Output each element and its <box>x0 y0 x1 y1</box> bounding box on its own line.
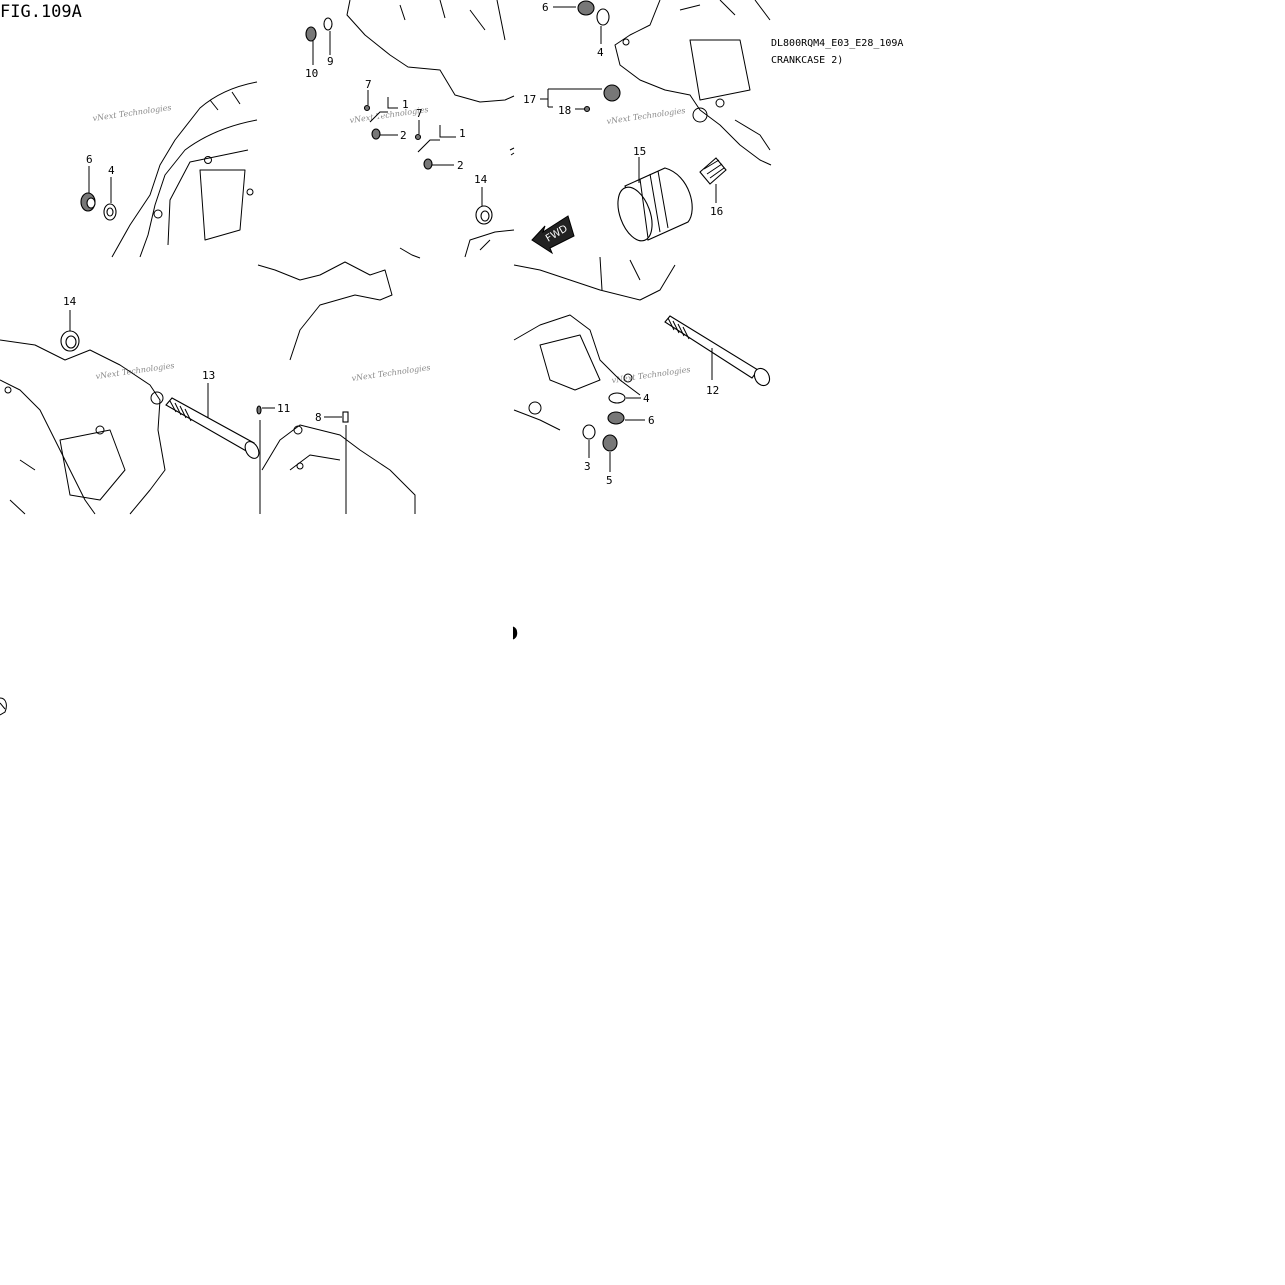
callout-13: 13 <box>202 369 215 382</box>
washer-part-4 <box>608 392 626 404</box>
callout-8: 8 <box>315 411 322 424</box>
callout-17: 17 <box>523 93 536 106</box>
plug-part-6 <box>577 0 595 16</box>
callout-18: 18 <box>558 104 571 117</box>
callout-4: 4 <box>108 164 115 177</box>
callout-14: 14 <box>63 295 77 308</box>
nut-part-14 <box>475 205 493 225</box>
bolt-part-13 <box>165 397 260 459</box>
crankcase-lower-left <box>0 339 166 515</box>
crankcase-lower-right <box>513 256 676 431</box>
callout-1: 1 <box>402 98 409 111</box>
watermark: vNext Technologies <box>92 103 172 123</box>
watermark: vNext Technologies <box>606 106 686 126</box>
callout-2: 2 <box>400 129 407 142</box>
plug-part-10 <box>305 26 317 42</box>
figure-title: FIG.109A <box>0 2 82 22</box>
oil-pressure-switch-17 <box>540 84 621 113</box>
crankcase-top-view <box>346 0 515 258</box>
callout-12: 12 <box>706 384 719 397</box>
bolt-part-12 <box>664 315 771 387</box>
callout-3: 3 <box>584 460 591 473</box>
crankcase-filter-view <box>614 0 772 166</box>
drain-plug-part-5 <box>602 434 618 452</box>
callout-2: 2 <box>457 159 464 172</box>
callout-6: 6 <box>648 414 655 427</box>
callout-15: 15 <box>633 145 646 158</box>
oil-jet-assembly-a <box>363 90 398 140</box>
callout-14: 14 <box>474 173 488 186</box>
plug-part-6 <box>80 192 96 212</box>
callout-4: 4 <box>643 392 650 405</box>
plug-part-6 <box>607 411 625 425</box>
washer-part-4 <box>596 8 610 26</box>
callout-6: 6 <box>86 153 93 166</box>
callout-5: 5 <box>606 474 613 487</box>
model-code: DL800RQM4_E03_E28_109A <box>771 38 903 49</box>
washer-part-3 <box>582 424 596 440</box>
o-ring-part-9 <box>323 17 333 31</box>
filter-union-part-16 <box>699 157 727 185</box>
callout-1: 1 <box>459 127 466 140</box>
callout-9: 9 <box>327 55 334 68</box>
callout-16: 16 <box>710 205 723 218</box>
watermark: vNext Technologies <box>95 361 175 381</box>
crankcase-lower-middle <box>257 247 421 514</box>
oil-jet-assembly-b <box>414 120 456 170</box>
callout-11: 11 <box>277 402 290 415</box>
nut-part-14 <box>60 330 80 352</box>
washer-part-4 <box>103 203 117 221</box>
callout-10: 10 <box>305 67 318 80</box>
stray-fragment <box>0 147 518 716</box>
callout-4: 4 <box>597 46 604 59</box>
section-name: CRANKCASE 2) <box>771 55 843 66</box>
callout-7: 7 <box>416 107 423 120</box>
dowel-part-8 <box>342 411 349 423</box>
pin-part-11 <box>256 405 262 415</box>
watermark: vNext Technologies <box>351 363 431 383</box>
fwd-arrow: FWD <box>531 215 575 255</box>
callout-7: 7 <box>365 78 372 91</box>
oil-filter-part-15 <box>617 167 693 242</box>
crankcase-side-view <box>111 81 258 258</box>
watermarks: vNext Technologies vNext Technologies vN… <box>92 103 691 385</box>
callout-6: 6 <box>542 1 549 14</box>
